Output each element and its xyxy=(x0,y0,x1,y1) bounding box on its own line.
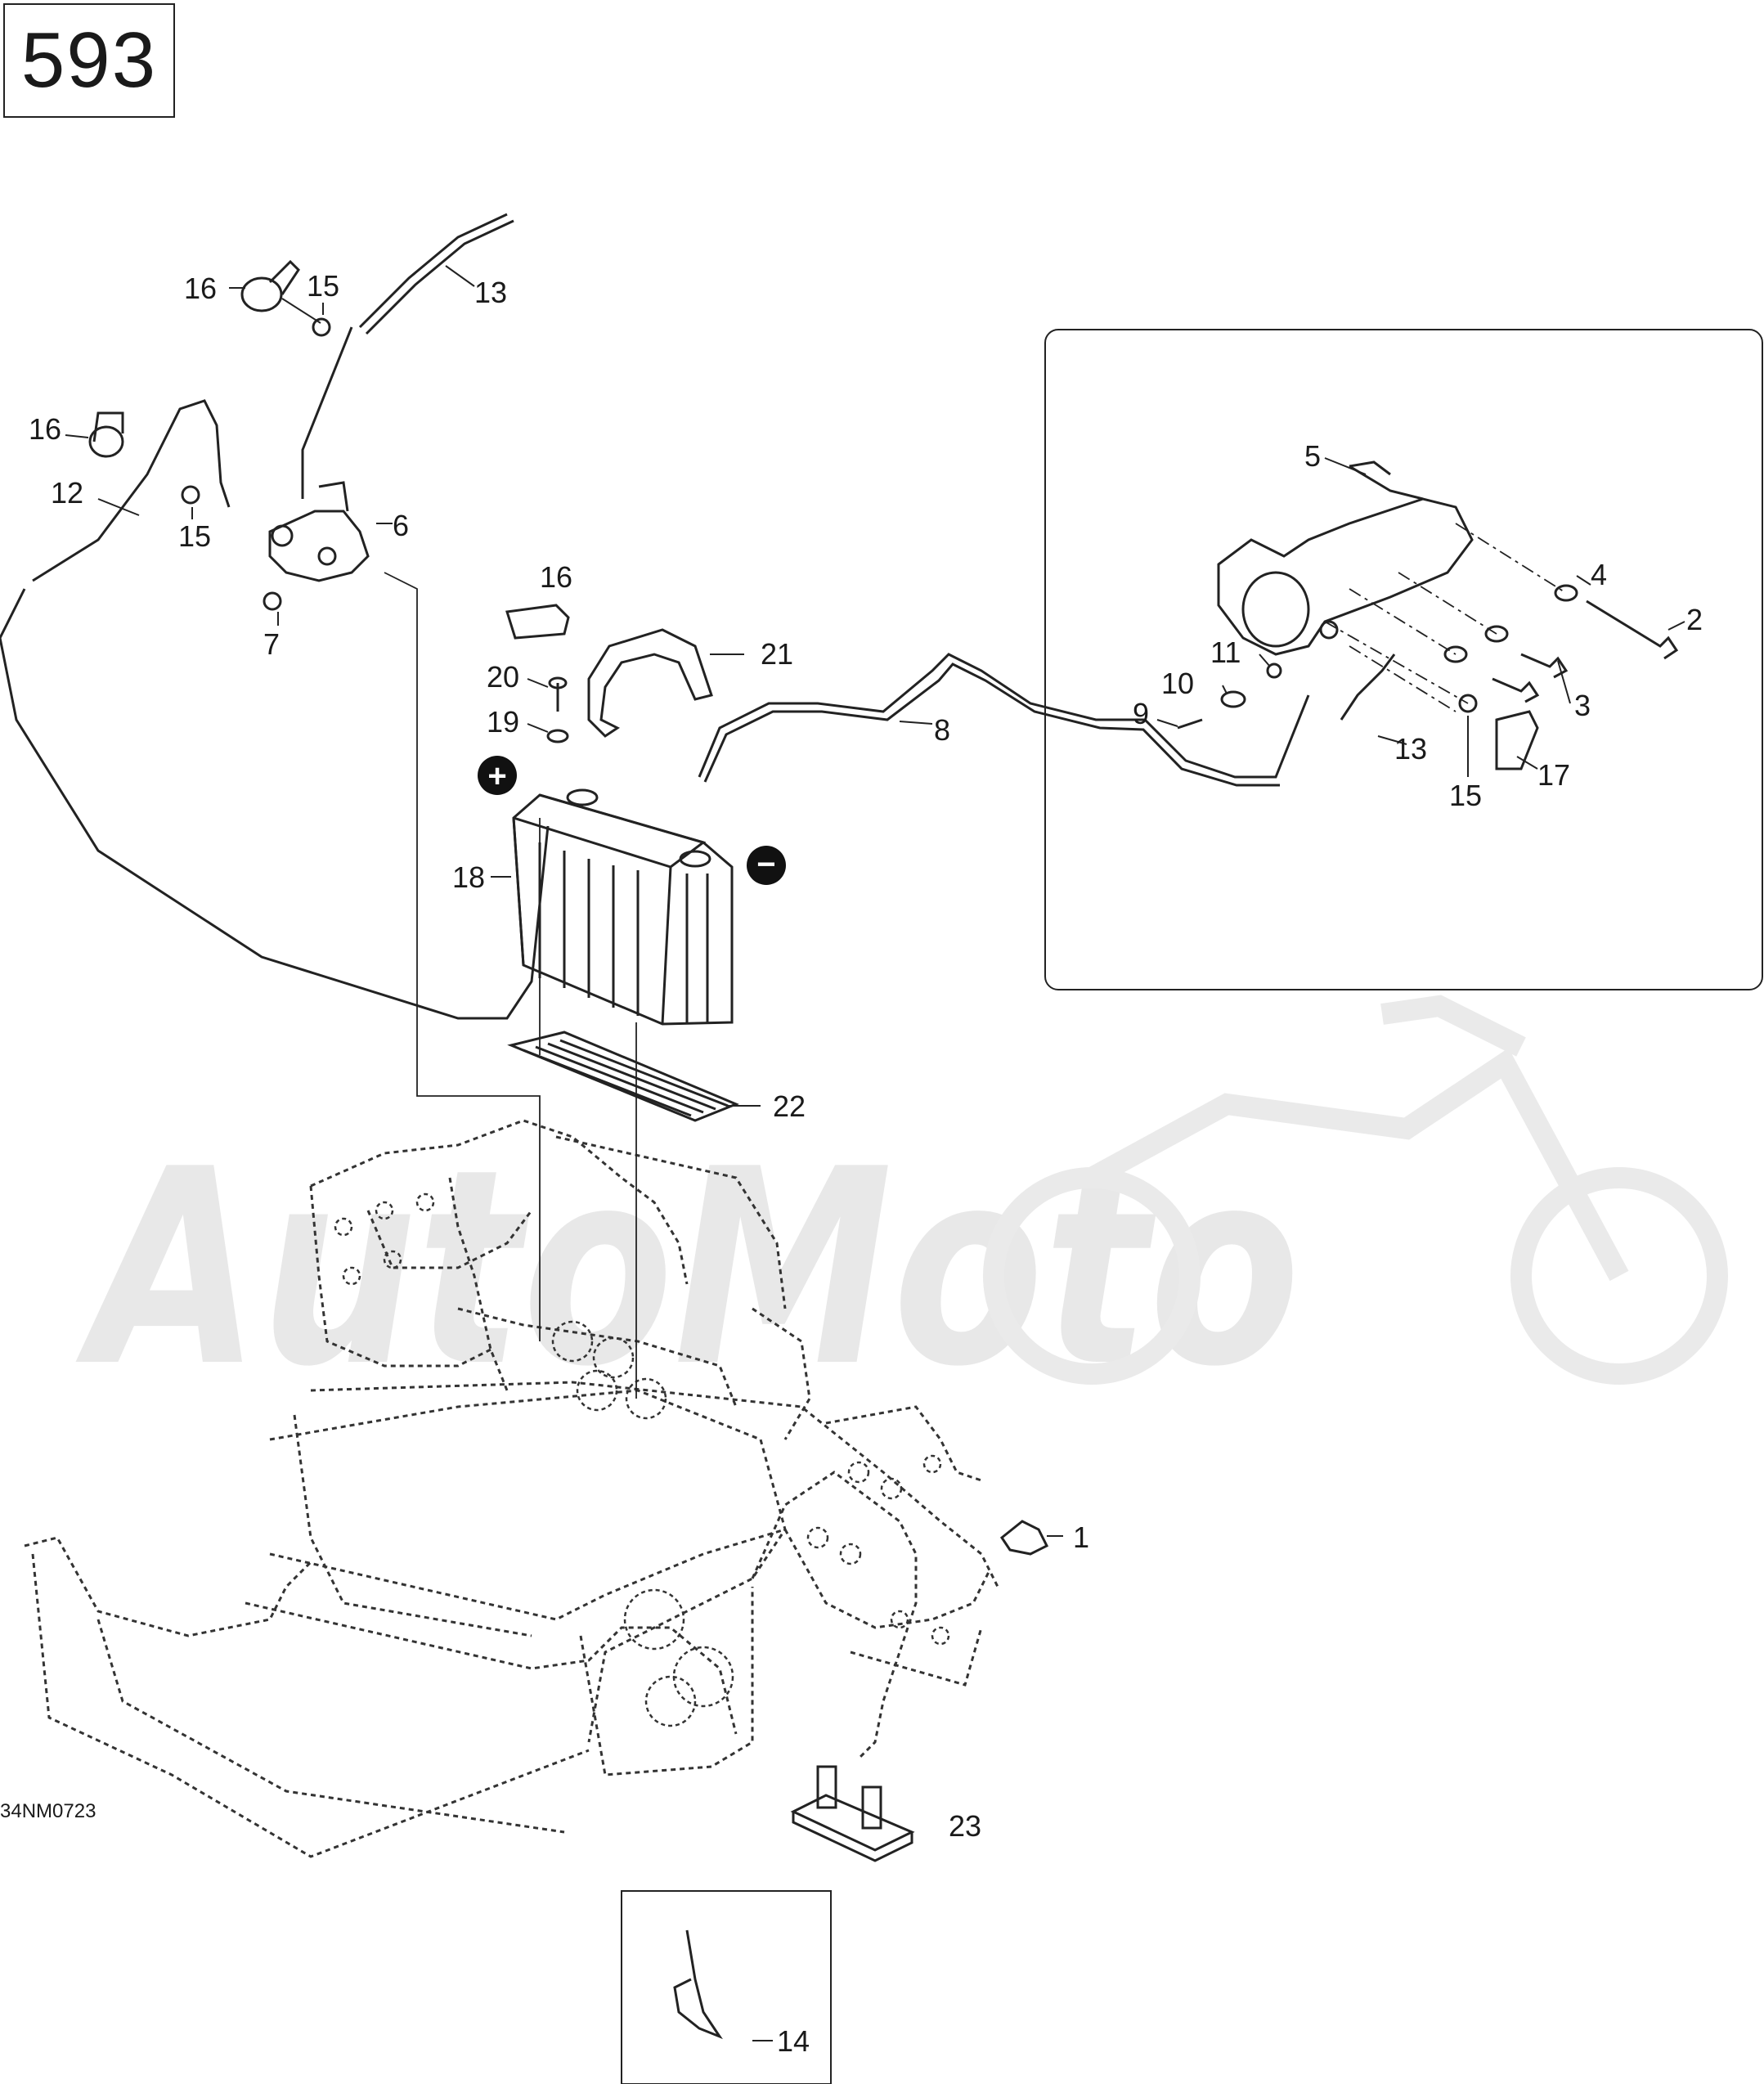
callout-18: 18 xyxy=(452,860,485,894)
callout-12: 12 xyxy=(51,476,83,510)
callout-20: 20 xyxy=(487,660,519,694)
clip-1 xyxy=(999,1520,1049,1556)
positive-terminal-symbol: + xyxy=(478,756,517,795)
positive-sign: + xyxy=(487,758,506,794)
callout-22: 22 xyxy=(773,1089,806,1123)
callout-15: 15 xyxy=(178,519,211,553)
chassis-holes xyxy=(334,1192,950,1727)
battery-strap xyxy=(587,628,713,738)
callout-7: 7 xyxy=(263,627,280,661)
callout-16: 16 xyxy=(540,560,572,594)
callout-9: 9 xyxy=(1133,697,1149,730)
solenoid xyxy=(268,481,370,582)
tie-strap-14 xyxy=(673,1929,723,2040)
callout-11: 11 xyxy=(1210,636,1241,669)
callout-21: 21 xyxy=(761,637,793,671)
cap-16-top xyxy=(240,259,300,312)
diagram-code: 34NM0723 xyxy=(0,1800,96,1822)
callout-4: 4 xyxy=(1591,558,1607,591)
plate-23 xyxy=(790,1765,915,1862)
callout-10: 10 xyxy=(1161,667,1194,700)
negative-terminal-symbol: − xyxy=(747,846,786,885)
negative-sign: − xyxy=(756,847,775,883)
washer-19 xyxy=(546,729,569,743)
cap-16-left xyxy=(88,411,124,458)
callout-17: 17 xyxy=(1537,758,1570,792)
nut-15-left xyxy=(181,485,200,505)
callout-23: 23 xyxy=(949,1809,981,1843)
callouts: 16 15 13 16 12 15 6 7 16 20 19 21 8 18 2… xyxy=(0,269,1703,2058)
battery xyxy=(512,788,734,1026)
chassis-frame xyxy=(24,1119,999,1858)
callout-16: 16 xyxy=(29,412,61,446)
nut-7 xyxy=(263,591,282,611)
callout-13: 13 xyxy=(474,276,507,309)
callout-8: 8 xyxy=(934,713,950,747)
starter-hardware xyxy=(1177,523,1679,770)
page-number-box: 593 xyxy=(3,3,175,118)
starter-motor xyxy=(1217,460,1474,656)
callout-5: 5 xyxy=(1304,439,1321,473)
battery-pad xyxy=(507,1031,739,1122)
callout-15: 15 xyxy=(1449,779,1482,812)
callout-13: 13 xyxy=(1394,732,1427,766)
cables xyxy=(0,213,1396,1399)
starter-inset-box xyxy=(1044,329,1763,990)
tie-strap-inset-box xyxy=(621,1890,832,2084)
callout-2: 2 xyxy=(1686,603,1703,636)
callout-3: 3 xyxy=(1574,689,1591,722)
callout-14: 14 xyxy=(777,2024,810,2058)
screw-20 xyxy=(548,676,568,712)
callout-6: 6 xyxy=(393,509,409,542)
callout-1: 1 xyxy=(1073,1520,1089,1554)
watermark: AutoMoto xyxy=(73,995,1728,1426)
callout-15: 15 xyxy=(307,269,339,303)
callout-16: 16 xyxy=(184,272,217,305)
leader-lines xyxy=(65,265,1685,2041)
cap-16-battery xyxy=(505,604,570,640)
nut-15-top xyxy=(312,317,331,337)
callout-19: 19 xyxy=(487,705,519,739)
motorcycle-watermark-icon xyxy=(983,995,1728,1385)
page-number: 593 xyxy=(20,16,158,104)
